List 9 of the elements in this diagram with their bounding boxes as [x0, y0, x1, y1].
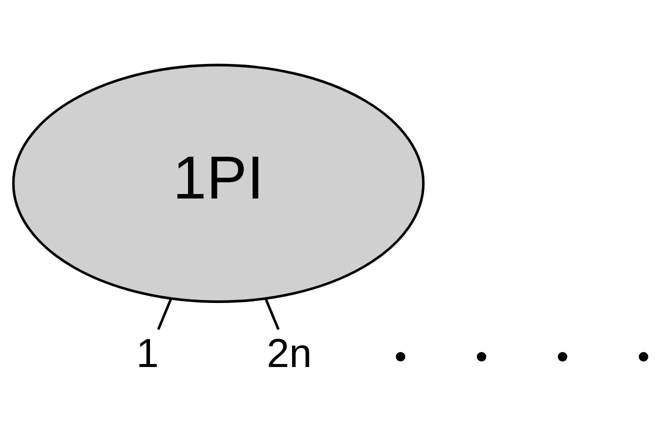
node-ellipse: 1PI — [12, 63, 425, 302]
node-text: 2n — [266, 329, 312, 376]
node-dot — [558, 352, 568, 361]
node-text: 1 — [136, 329, 159, 376]
node-dot — [476, 352, 486, 361]
connector — [264, 298, 280, 330]
node-dot — [638, 352, 648, 361]
connector — [157, 298, 172, 330]
node-dot — [396, 352, 406, 361]
